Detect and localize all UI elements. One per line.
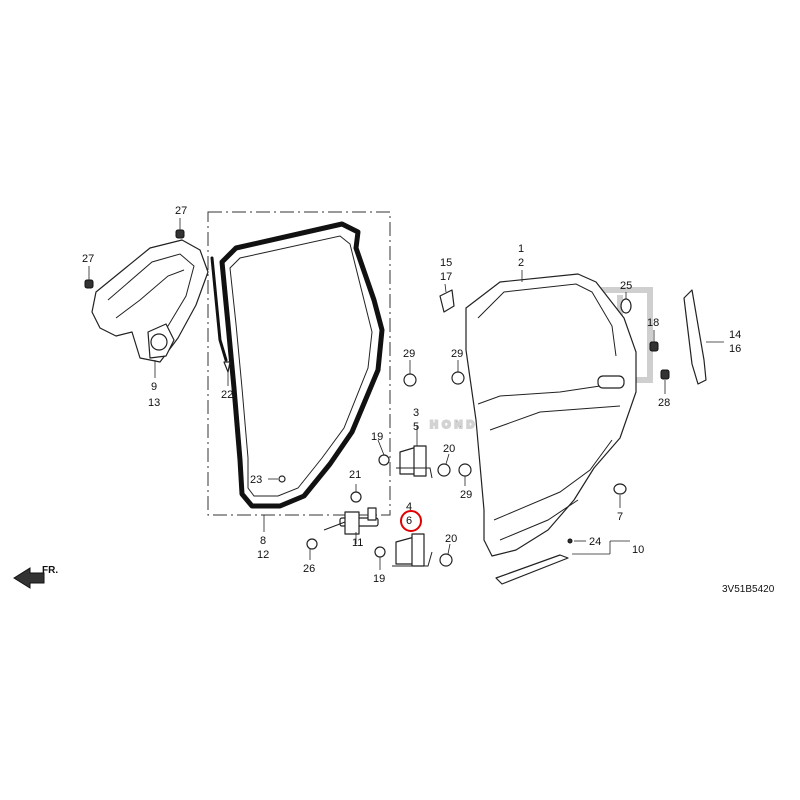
upper-hinge — [396, 445, 433, 479]
door-weatherstrip — [210, 221, 385, 509]
callout-2: 2 — [518, 257, 524, 269]
callout-4: 4 — [406, 501, 412, 513]
callout-7: 7 — [617, 511, 623, 523]
callout-6: 6 — [406, 515, 412, 527]
highlight-ring — [400, 510, 422, 532]
callout-20b: 20 — [445, 533, 457, 545]
callout-26: 26 — [303, 563, 315, 575]
rear-door-panel — [465, 273, 637, 557]
callout-9: 9 — [151, 381, 157, 393]
callout-22: 22 — [221, 389, 233, 401]
diagram-code: 3V51B5420 — [722, 584, 775, 595]
callout-23: 23 — [250, 474, 262, 486]
door-checker — [323, 507, 379, 535]
front-arrow-icon — [13, 567, 45, 589]
callout-5: 5 — [413, 421, 419, 433]
callout-14: 14 — [729, 329, 741, 341]
callout-10: 10 — [632, 544, 644, 556]
callout-15: 15 — [440, 257, 452, 269]
callout-8: 8 — [260, 535, 266, 547]
callout-11: 11 — [352, 537, 363, 549]
callout-19a: 19 — [371, 431, 383, 443]
callout-13: 13 — [148, 397, 160, 409]
door-molding — [495, 554, 569, 585]
callout-27b: 27 — [82, 253, 94, 265]
front-label: FR. — [42, 565, 58, 576]
callout-25: 25 — [620, 280, 632, 292]
callout-1: 1 — [518, 243, 524, 255]
plug-25 — [620, 298, 632, 314]
callout-29a: 29 — [403, 348, 415, 360]
callout-28: 28 — [658, 397, 670, 409]
callout-29c: 29 — [460, 489, 472, 501]
corner-trim — [439, 289, 455, 313]
callout-29b: 29 — [451, 348, 463, 360]
callout-20a: 20 — [443, 443, 455, 455]
watermark-text: HONDA — [430, 419, 490, 431]
callout-19b: 19 — [373, 573, 385, 585]
lower-hinge — [392, 533, 433, 567]
pillar-garnish — [683, 289, 707, 385]
inner-panel-bracket — [84, 229, 209, 363]
callout-24: 24 — [589, 536, 601, 548]
callout-21: 21 — [349, 469, 361, 481]
callout-27a: 27 — [175, 205, 187, 217]
callout-3: 3 — [413, 407, 419, 419]
callout-16: 16 — [729, 343, 741, 355]
grommet-7 — [613, 483, 627, 495]
callout-17: 17 — [440, 271, 452, 283]
callout-18: 18 — [647, 317, 659, 329]
callout-12: 12 — [257, 549, 269, 561]
